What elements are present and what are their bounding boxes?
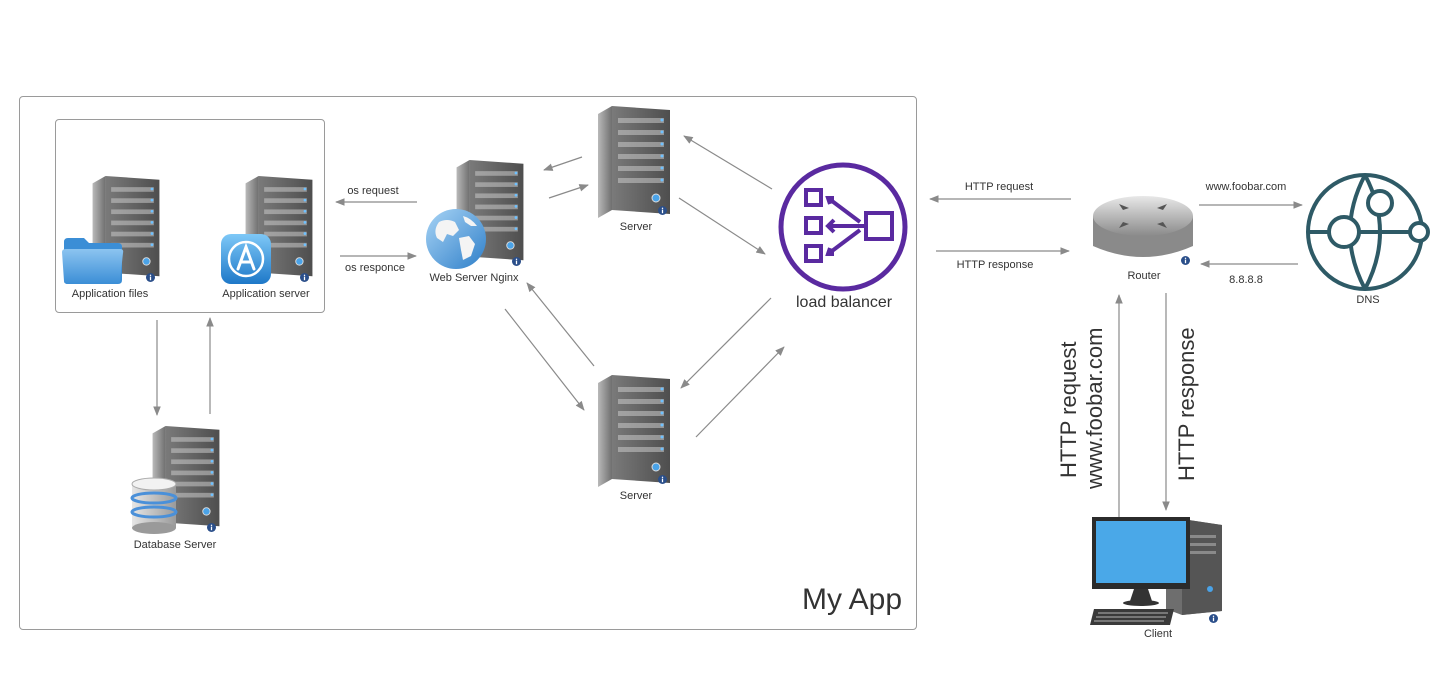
desktop-computer-icon: [1090, 517, 1222, 625]
info-icon[interactable]: [207, 523, 216, 532]
web-server-label: Web Server Nginx: [429, 272, 519, 284]
http-request-label: HTTP request: [964, 181, 1034, 193]
server-icon: [598, 106, 670, 218]
database-server-label: Database Server: [133, 539, 217, 551]
info-icon[interactable]: [300, 273, 309, 282]
os-response-label: os responce: [345, 262, 405, 274]
info-icon[interactable]: [1181, 256, 1190, 265]
load-balancer-label: load balancer: [796, 294, 893, 311]
server-icon: [598, 375, 670, 487]
http-response-label: HTTP response: [956, 259, 1034, 271]
info-icon[interactable]: [1209, 614, 1218, 623]
app-store-icon: [221, 234, 271, 284]
load-balancer-icon: [778, 162, 908, 292]
dns-query-label: www.foobar.com: [1205, 181, 1287, 193]
app-server-group: [55, 119, 325, 313]
group-title: My App: [802, 583, 903, 616]
folder-icon: [62, 238, 124, 284]
router-icon: [1093, 196, 1193, 257]
globe-icon: [426, 209, 486, 269]
arrow-server-bottom-to-web: [526, 282, 595, 367]
client-label: Client: [1143, 628, 1173, 640]
info-icon[interactable]: [658, 475, 667, 484]
server-top-label: Server: [619, 221, 653, 233]
client-request-label-line2: www.foobar.com: [1082, 327, 1107, 489]
arrow-web-to-server-bottom: [504, 308, 585, 411]
arrow-lb-to-server-top: [683, 135, 773, 190]
dns-answer-label: 8.8.8.8: [1229, 274, 1263, 286]
arrow-lb-to-server-bottom: [680, 297, 772, 389]
application-server-label: Application server: [222, 288, 310, 300]
client-response-label: HTTP response: [1174, 327, 1199, 481]
server-bottom-label: Server: [619, 490, 653, 502]
client-request-label-line1: HTTP request: [1056, 341, 1081, 478]
arrow-server-bottom-to-lb: [695, 346, 785, 438]
database-icon: [130, 477, 178, 534]
application-files-label: Application files: [71, 288, 149, 300]
dns-label: DNS: [1356, 294, 1380, 306]
my-app-group: [19, 96, 917, 630]
info-icon[interactable]: [512, 257, 521, 266]
arrow-server-top-to-lb: [678, 197, 766, 255]
info-icon[interactable]: [146, 273, 155, 282]
info-icon[interactable]: [658, 206, 667, 215]
dns-globe-icon: [1306, 173, 1430, 291]
os-request-label: os request: [347, 185, 399, 197]
arrow-server-top-to-web: [543, 156, 583, 171]
router-label: Router: [1127, 270, 1161, 282]
arrow-web-to-server-top: [548, 184, 589, 199]
